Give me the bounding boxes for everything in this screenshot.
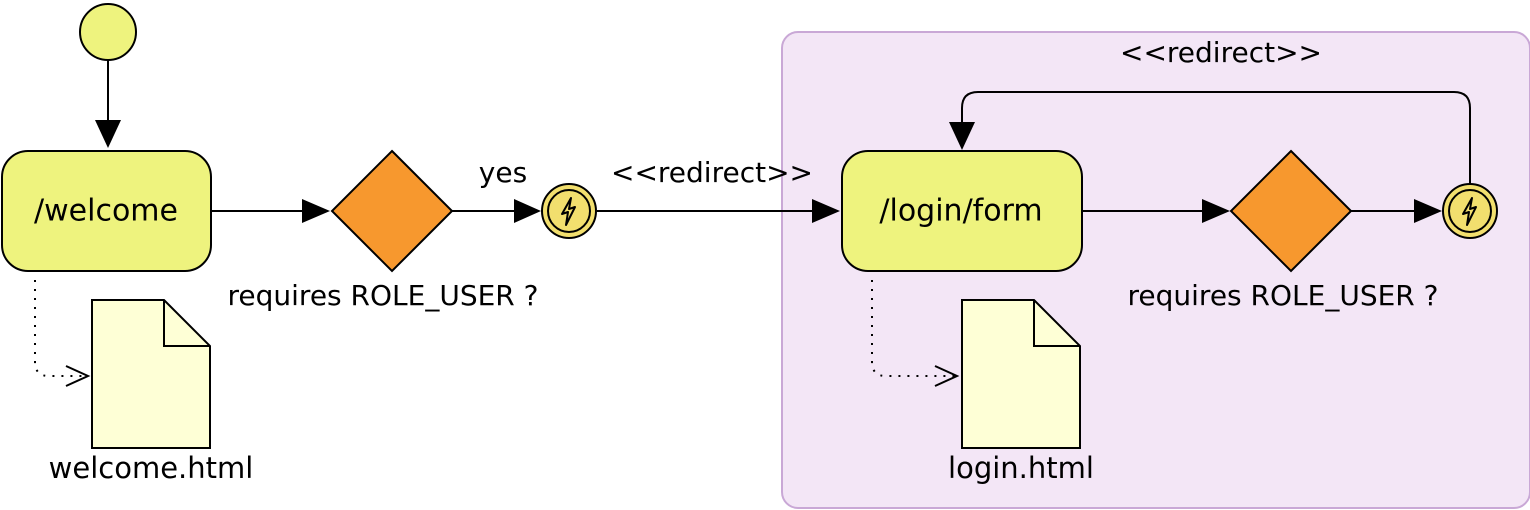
decision-1-label: requires ROLE_USER ? bbox=[228, 279, 539, 312]
redirect-label-1: <<redirect>> bbox=[611, 156, 813, 189]
welcome-file-document-icon bbox=[91, 299, 211, 449]
edge-event-2-redirect-loop bbox=[949, 91, 1471, 184]
yes-label: yes bbox=[479, 156, 527, 189]
login-file-document-icon bbox=[961, 299, 1081, 449]
edge-event-1-to-login-form bbox=[597, 199, 840, 223]
edge-welcome-to-file bbox=[34, 280, 91, 387]
start-node-icon bbox=[79, 3, 137, 61]
login-file-label: login.html bbox=[948, 451, 1094, 485]
login-form-state: /login/form bbox=[841, 150, 1083, 272]
welcome-state-label: /welcome bbox=[34, 194, 178, 229]
lightning-event-icon bbox=[541, 183, 597, 239]
redirect-label-2: <<redirect>> bbox=[1120, 36, 1322, 69]
welcome-state: /welcome bbox=[1, 150, 212, 272]
edge-start-to-welcome bbox=[95, 60, 121, 148]
edge-welcome-to-decision-1 bbox=[212, 199, 330, 223]
decision-1-diamond-icon bbox=[330, 149, 454, 273]
edge-decision-2-to-event-2 bbox=[1351, 199, 1442, 223]
lightning-event-icon bbox=[1442, 183, 1498, 239]
edge-login-form-to-file bbox=[871, 280, 960, 387]
edge-login-form-to-decision-2 bbox=[1082, 199, 1230, 223]
decision-2-label: requires ROLE_USER ? bbox=[1128, 279, 1439, 312]
edge-decision-1-to-event-1 bbox=[452, 199, 541, 223]
welcome-file-label: welcome.html bbox=[49, 451, 254, 485]
decision-2-diamond-icon bbox=[1229, 149, 1353, 273]
login-form-state-label: /login/form bbox=[879, 194, 1042, 229]
